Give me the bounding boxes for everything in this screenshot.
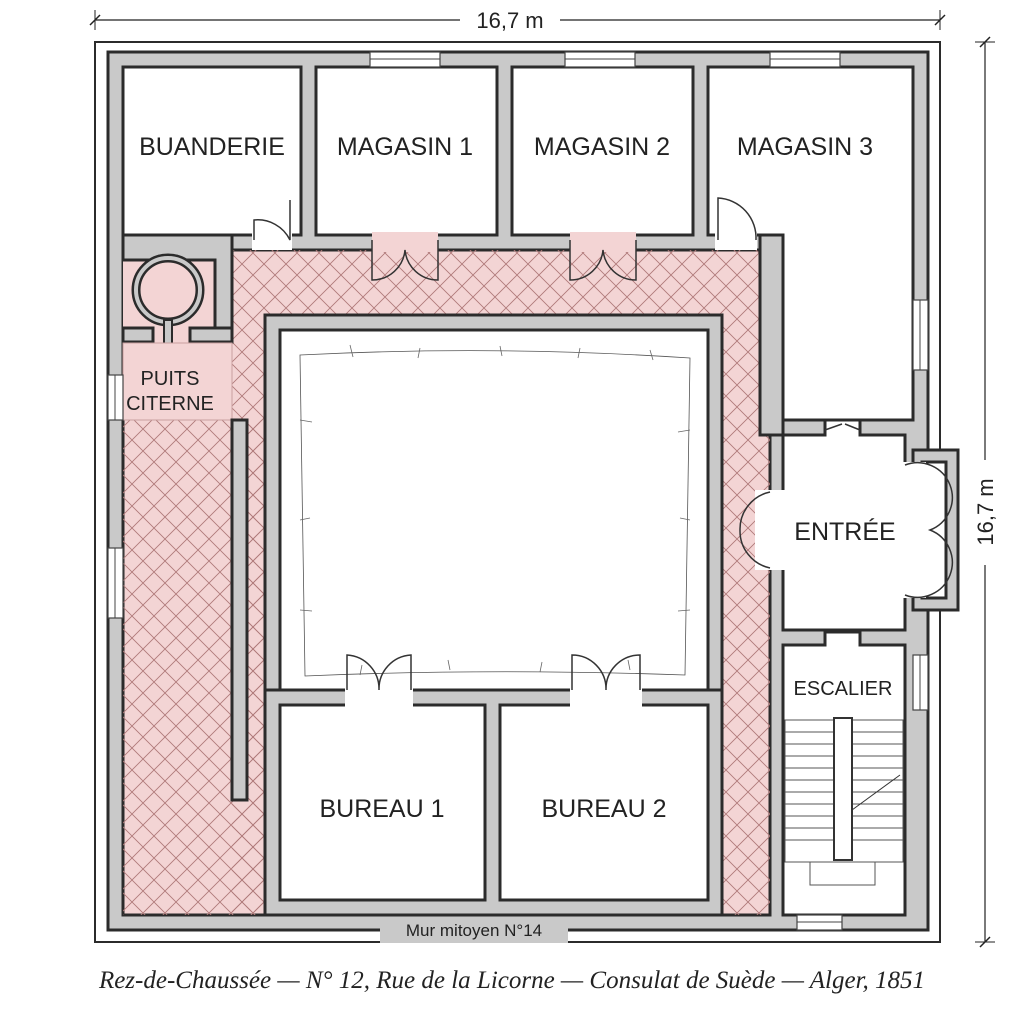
door-buanderie[interactable]	[253, 200, 291, 241]
door-bureau-2[interactable]	[571, 654, 641, 691]
magasin-3-label: MAGASIN 3	[737, 133, 873, 161]
door-magasin-2[interactable]	[569, 240, 637, 281]
party-wall-label: Mur mitoyen N°14	[406, 921, 542, 940]
magasin-3-wall	[758, 233, 785, 437]
room-bureau-2	[498, 703, 710, 902]
main-entrance-door[interactable]	[904, 461, 954, 599]
magasin-1-label: MAGASIN 1	[337, 133, 473, 161]
room-magasin-2	[510, 65, 695, 237]
door-magasin-1[interactable]	[371, 240, 439, 281]
height-label: 16,7 m	[973, 478, 998, 545]
plan-caption: Rez-de-Chaussée — N° 12, Rue de la Licor…	[98, 967, 925, 994]
puits-wall-left	[121, 326, 155, 344]
puits-wall-right	[188, 326, 234, 344]
room-magasin-1	[314, 65, 499, 237]
party-wall-label-bg	[380, 917, 568, 943]
width-label: 16,7 m	[476, 8, 543, 33]
gallery-partition	[230, 418, 249, 802]
bureau-1-label: BUREAU 1	[319, 795, 444, 823]
staircase	[784, 717, 904, 886]
magasin-2-label: MAGASIN 2	[534, 133, 670, 161]
door-bureau-1[interactable]	[346, 654, 412, 691]
puits-label-2: CITERNE	[126, 393, 214, 415]
bureau-2-label: BUREAU 2	[541, 795, 666, 823]
windows	[107, 51, 929, 931]
width-dimension: 16,7 m	[89, 8, 946, 33]
door-entree-gallery[interactable]	[739, 491, 771, 569]
door-magasin-3[interactable]	[717, 197, 757, 241]
entree-label: ENTRÉE	[794, 517, 895, 546]
courtyard	[278, 328, 710, 692]
room-buanderie	[121, 65, 303, 237]
door-magasin-3-entree[interactable]	[824, 423, 861, 431]
height-dimension: 16,7 m	[973, 36, 998, 948]
puits-label-1: PUITS	[141, 368, 200, 390]
escalier-label: ESCALIER	[794, 678, 893, 700]
buanderie-label: BUANDERIE	[139, 133, 285, 161]
